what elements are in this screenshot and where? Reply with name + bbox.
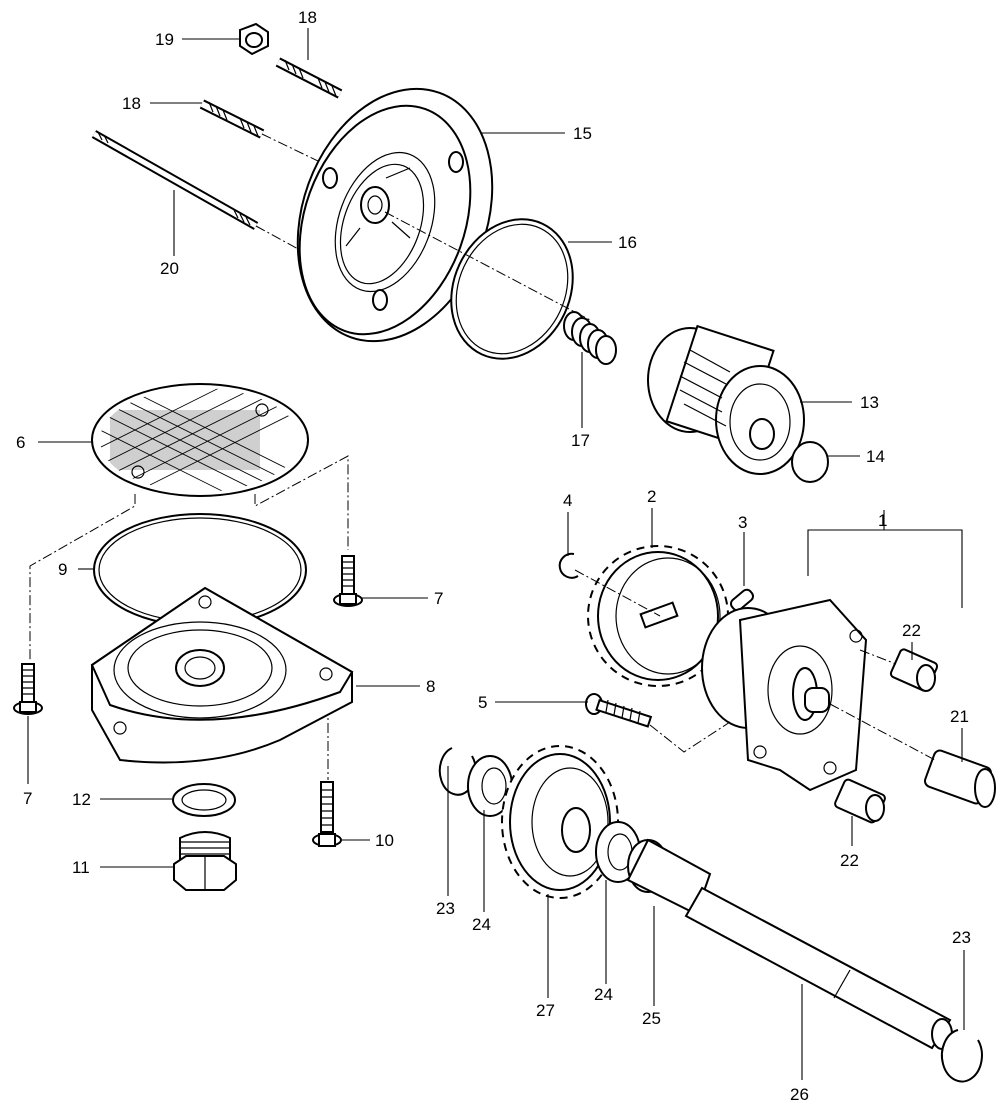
label-21: 21 bbox=[950, 707, 969, 726]
bolt-part-7-right bbox=[333, 555, 363, 607]
gear-part-2 bbox=[587, 545, 729, 687]
label-2: 2 bbox=[647, 487, 656, 506]
label-26: 26 bbox=[790, 1085, 809, 1104]
o-ring-part-16 bbox=[450, 218, 574, 360]
label-15: 15 bbox=[573, 124, 592, 143]
label-24-right: 24 bbox=[594, 985, 613, 1004]
part-number-labels: 19 18 18 15 16 20 13 17 14 6 4 2 1 3 9 7… bbox=[16, 8, 971, 1104]
oil-pump-assembly-part-1 bbox=[701, 598, 868, 792]
label-7-left: 7 bbox=[23, 789, 32, 808]
label-18-top: 18 bbox=[298, 8, 317, 27]
circlip-part-4 bbox=[558, 552, 579, 579]
label-3: 3 bbox=[738, 513, 747, 532]
dowel-part-22-lower bbox=[834, 778, 886, 824]
washer-part-12 bbox=[172, 783, 236, 817]
filter-cover-part-15 bbox=[296, 87, 494, 343]
label-19: 19 bbox=[155, 30, 174, 49]
label-14: 14 bbox=[866, 447, 885, 466]
stud-part-18-lower bbox=[199, 99, 265, 139]
bolt-part-7-left bbox=[13, 663, 43, 715]
strainer-screen-part-6 bbox=[91, 383, 309, 497]
shaft-part-26 bbox=[684, 886, 953, 1050]
drain-plug-part-11 bbox=[173, 831, 237, 891]
pin-part-3 bbox=[729, 588, 755, 612]
label-23-right: 23 bbox=[952, 928, 971, 947]
label-4: 4 bbox=[563, 491, 572, 510]
label-8: 8 bbox=[426, 677, 435, 696]
screw-part-5 bbox=[585, 693, 653, 728]
label-17: 17 bbox=[571, 431, 590, 450]
leader-lines bbox=[27, 28, 965, 1080]
label-16: 16 bbox=[618, 233, 637, 252]
label-13: 13 bbox=[860, 393, 879, 412]
label-24-left: 24 bbox=[472, 915, 491, 934]
label-12: 12 bbox=[72, 790, 91, 809]
label-18-mid: 18 bbox=[122, 94, 141, 113]
label-7-right: 7 bbox=[434, 589, 443, 608]
label-22-top: 22 bbox=[902, 621, 921, 640]
label-10: 10 bbox=[375, 831, 394, 850]
label-20: 20 bbox=[160, 259, 179, 278]
label-9: 9 bbox=[58, 560, 67, 579]
label-11: 11 bbox=[72, 858, 90, 877]
label-25: 25 bbox=[642, 1009, 661, 1028]
oil-filter-part-13 bbox=[647, 324, 805, 475]
strainer-cover-part-8 bbox=[90, 586, 354, 764]
label-6: 6 bbox=[16, 433, 25, 452]
dowel-part-22-upper bbox=[889, 648, 939, 692]
label-22-bottom: 22 bbox=[840, 851, 859, 870]
label-5: 5 bbox=[478, 693, 487, 712]
stud-part-18-upper bbox=[275, 57, 343, 99]
nut-part-19 bbox=[239, 22, 269, 56]
gear-part-27 bbox=[501, 745, 619, 899]
label-1: 1 bbox=[878, 511, 887, 530]
label-27: 27 bbox=[536, 1001, 555, 1020]
o-ring-part-14 bbox=[791, 441, 829, 483]
circlip-part-23-right bbox=[940, 1029, 983, 1083]
pipe-part-21 bbox=[924, 749, 996, 808]
long-stud-part-20 bbox=[91, 130, 259, 230]
bolt-part-10 bbox=[312, 781, 342, 847]
label-23-left: 23 bbox=[436, 899, 455, 918]
collar-part-25 bbox=[626, 838, 712, 916]
spring-part-17 bbox=[563, 311, 617, 365]
